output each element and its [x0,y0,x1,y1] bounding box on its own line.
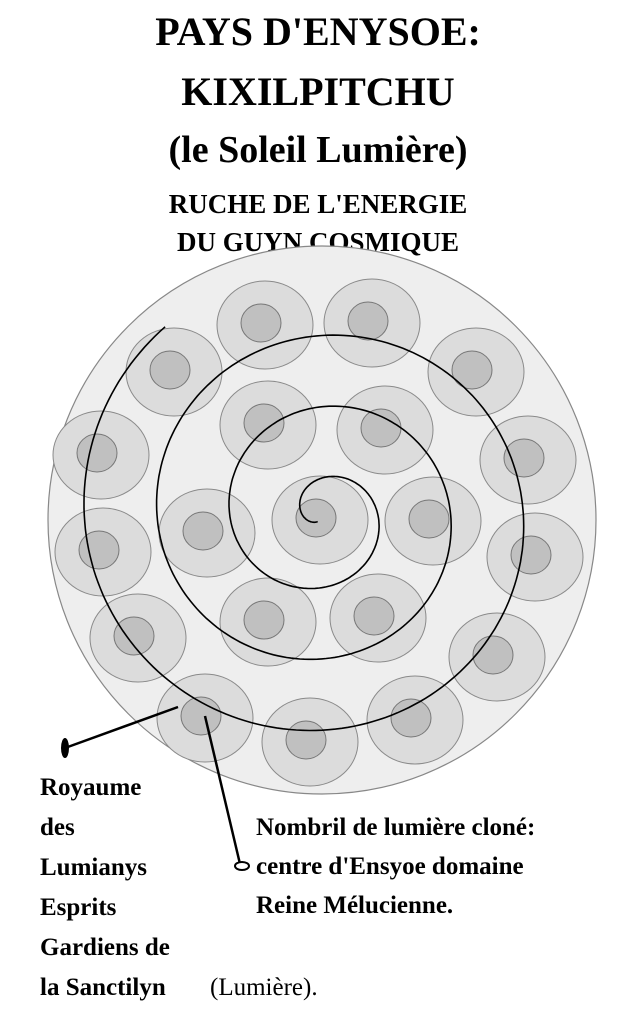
title-line-2: KIXILPITCHU [181,69,455,114]
subtitle-line-1: RUCHE DE L'ENERGIE [168,189,468,219]
right-label-line: centre d'Ensyoe domaine [256,853,524,880]
cell-core [285,720,327,760]
cell-core [353,596,395,636]
cell-core [76,433,118,473]
left-label-line: Esprits [40,894,117,921]
cell-core [78,530,120,570]
cell-core [360,408,402,448]
right-label-line: Reine Mélucienne. [256,892,454,919]
cell-core [510,535,552,575]
cells-group [52,278,584,787]
cell-core [182,511,224,551]
right-label: Nombril de lumière cloné: centre d'Ensyo… [256,808,535,925]
cell-core [503,438,545,478]
cell-core [451,350,493,390]
title-line-3: (le Soleil Lumière) [168,129,468,171]
left-label-line: Gardiens de [40,934,170,961]
title-line-1: PAYS D'ENYSOE: [155,9,481,54]
pointer-end-center [234,861,250,871]
right-label-line: Nombril de lumière cloné: [256,814,536,841]
pointer-end-left [61,738,69,758]
pointer-line-left [64,705,179,750]
left-label-line: Royaume [40,774,142,801]
pointer-line-center [203,715,242,865]
left-label-suffix: (Lumière). [210,974,318,1001]
spiral-line [83,326,525,732]
cell-core [243,600,285,640]
cell-core [113,616,155,656]
left-label-line: des [40,814,75,841]
cell-core [240,303,282,343]
cell-core [243,403,285,443]
cell-core [390,698,432,738]
cell-core [149,350,191,390]
cell-core [472,635,514,675]
left-label: Royaume des Lumianys Esprits Gardiens de… [40,768,170,1008]
left-label-line: Lumianys [40,854,147,881]
cell-core [347,301,389,341]
left-label-line: la Sanctilyn [40,974,166,1001]
cell-core [408,499,450,539]
cell-core [295,498,337,538]
